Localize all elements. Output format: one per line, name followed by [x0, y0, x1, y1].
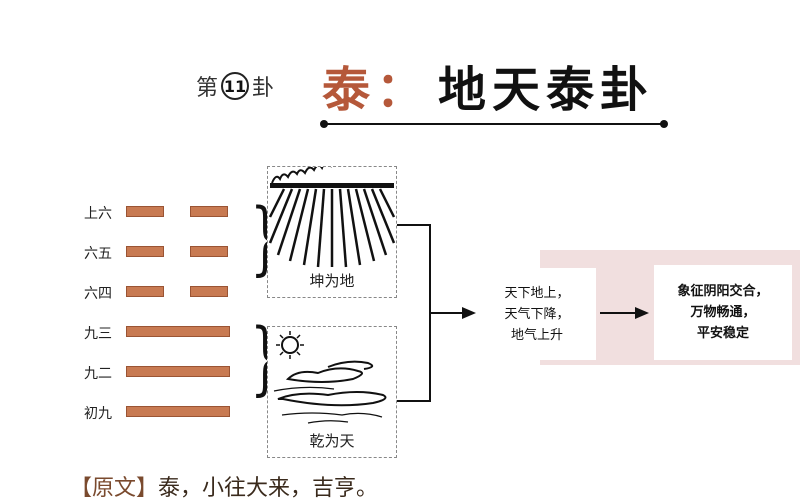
flow-text-line: 万物畅通， — [690, 305, 756, 320]
line-label: 上六 — [84, 206, 112, 222]
arrow-right-icon — [462, 307, 476, 319]
index-prefix: 第 — [196, 76, 219, 101]
flow-step-2: 象征阴阳交合， 万物畅通， 平安稳定 — [654, 265, 792, 360]
sun-clouds-icon — [273, 331, 387, 424]
yin-line-left — [126, 206, 164, 217]
original-text-content: 泰，小往大来，吉亨。 — [158, 476, 379, 500]
line-label: 九二 — [84, 366, 112, 382]
title-row: 第 11 卦 泰：地天泰卦 — [0, 48, 807, 118]
flow-step-1: 天下地上， 天气下降， 地气上升 — [478, 268, 596, 360]
flow-text-line: 地气上升 — [510, 327, 563, 343]
trigram-earth-panel: 坤为地 — [267, 150, 397, 298]
flow-text-line: 天气下降， — [504, 306, 570, 322]
yang-line — [126, 366, 230, 377]
original-text-label: 【原文】 — [70, 476, 159, 500]
line-label: 六四 — [84, 286, 112, 302]
yin-line-right — [190, 286, 228, 297]
yin-line-right — [190, 246, 228, 257]
yin-line-left — [126, 246, 164, 257]
connector-step1-to-step2 — [600, 312, 636, 314]
flow-text-line: 天下地上， — [504, 285, 570, 301]
yin-line-right — [190, 206, 228, 217]
hexagram-full-name: 地天泰卦 — [438, 62, 655, 118]
title-colon: ： — [376, 62, 431, 118]
page-title: 泰：地天泰卦 — [322, 50, 654, 120]
line-label: 六五 — [84, 246, 112, 262]
flow-text-line: 象征阴阳交合， — [677, 284, 769, 299]
yang-line — [126, 326, 230, 337]
trigram-caption: 乾为天 — [309, 432, 355, 450]
hexagram-name: 泰 — [322, 62, 377, 118]
index-suffix: 卦 — [252, 76, 275, 101]
original-text: 【原文】泰，小往大来，吉亨。 — [70, 470, 378, 500]
field-rows-icon — [268, 150, 396, 268]
connector-to-step1 — [429, 312, 463, 314]
yang-line — [126, 406, 230, 417]
trigram-heaven-panel: 乾为天 — [267, 326, 397, 458]
title-underline-divider — [320, 120, 668, 128]
arrow-right-icon — [635, 307, 649, 319]
line-label: 初九 — [84, 406, 112, 422]
trigram-caption: 坤为地 — [309, 272, 355, 290]
hexagram-index: 第 11 卦 — [196, 70, 274, 102]
yin-line-left — [126, 286, 164, 297]
index-number-badge: 11 — [221, 72, 250, 100]
flow-text-line: 平安稳定 — [696, 326, 749, 341]
connector-lower — [397, 400, 430, 402]
connector-upper — [397, 224, 430, 226]
line-label: 九三 — [84, 326, 112, 342]
